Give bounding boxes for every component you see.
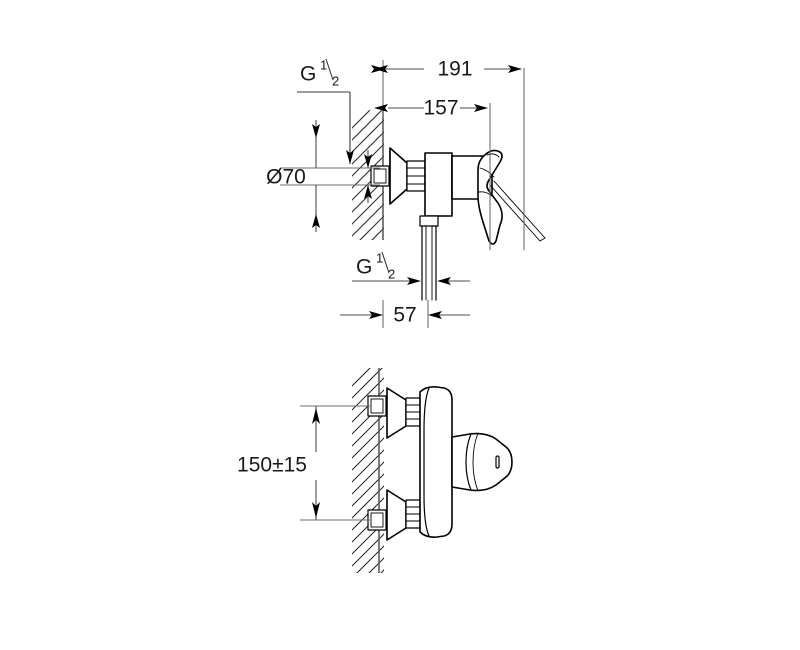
body-edge-crease [423, 387, 430, 537]
union-coupling-upper [405, 397, 421, 427]
inlet-nut-upper [367, 395, 387, 417]
lever-tip-slot [495, 455, 500, 469]
thread-upper-denominator: 2 [332, 73, 339, 88]
dim-191-label: 191 [437, 58, 472, 81]
lever-front-crease-1 [465, 433, 472, 491]
escutcheon-cone-upper [386, 387, 407, 439]
union-coupling [406, 160, 426, 192]
mixer-body-block [424, 152, 453, 217]
mixer-body-front [419, 386, 453, 538]
dim-150-label: 150±15 [237, 454, 307, 477]
thread-upper-numerator: 1 [320, 57, 327, 72]
lever-crease-3 [486, 153, 500, 158]
thread-callout-lower: G 1 2 [352, 250, 470, 285]
inlet-nut-lower [367, 509, 387, 531]
bottom-view-group [352, 368, 513, 573]
top-view-dimensions: 191 157 G 1 2 [266, 57, 525, 328]
wall-hatching-bottom [352, 368, 384, 573]
thread-lower-denominator: 2 [388, 266, 395, 281]
escutcheon-cone-lower [386, 489, 407, 541]
dim-70-label: Ø70 [266, 166, 306, 189]
lever-crease-2 [478, 191, 493, 197]
dimension-157: 157 [374, 97, 488, 120]
escutcheon-cone [389, 147, 408, 205]
dim-57-label: 57 [393, 304, 416, 327]
outlet-pipe [419, 215, 439, 301]
dimension-70: Ø70 [266, 120, 380, 232]
thread-lower-letter: G [356, 256, 372, 279]
dimension-57: 57 [340, 300, 470, 328]
lever-front-crease-2 [472, 432, 479, 492]
dim-157-label: 157 [423, 97, 458, 120]
dimension-191: 191 [371, 58, 522, 81]
bottom-view-dimensions: 150±15 [237, 405, 370, 521]
thread-upper-letter: G [300, 63, 316, 86]
thread-lower-numerator: 1 [376, 250, 383, 265]
lever-crease-1 [479, 167, 495, 178]
lever-handle-front [451, 432, 513, 492]
thread-callout-upper: G 1 2 [297, 57, 354, 164]
wall-inlet-connector [370, 165, 390, 187]
thread-upper-arrow [346, 150, 354, 164]
union-coupling-lower [405, 499, 421, 529]
lever-ghost-open-position [489, 180, 546, 242]
